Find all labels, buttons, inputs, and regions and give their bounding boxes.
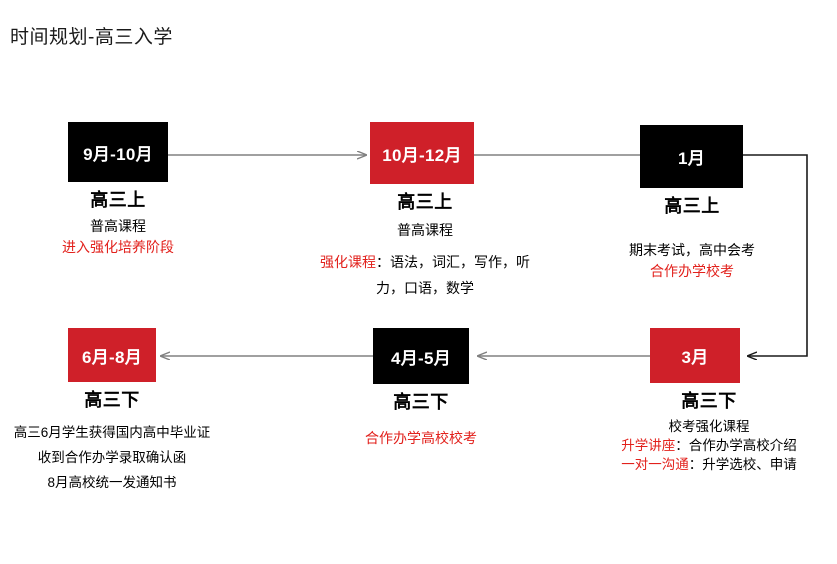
node-6-line-3: 一对一沟通：升学选校、申请: [580, 455, 837, 474]
node-1-heading: 高三上: [90, 190, 146, 210]
node-3-details: 期末考试，高中会考 合作办学校考: [612, 240, 772, 282]
page-title: 时间规划-高三入学: [10, 27, 173, 48]
node-4-line-2: 收到合作办学录取确认函: [37, 450, 187, 465]
node-2-line-1: 普高课程: [397, 222, 453, 238]
node-5-details: 合作办学高校校考: [330, 428, 512, 449]
node-6-details: 校考强化课程 升学讲座：合作办学高校介绍 一对一沟通：升学选校、申请: [580, 417, 837, 474]
node-2-heading: 高三上: [397, 192, 453, 212]
timeline-node-6[interactable]: 3月 高三下 校考强化课程 升学讲座：合作办学高校介绍 一对一沟通：升学选校、申…: [580, 328, 837, 474]
node-2-period-chip[interactable]: 10月-12月: [370, 122, 474, 184]
timeline-node-4[interactable]: 6月-8月 高三下 高三6月学生获得国内高中毕业证 收到合作办学录取确认函 8月…: [12, 328, 212, 495]
node-6-line-2-value: ：合作办学高校介绍: [675, 438, 797, 453]
timeline-node-1[interactable]: 9月-10月 高三上 普高课程 进入强化培养阶段: [8, 122, 228, 258]
node-3-line-2: 合作办学校考: [650, 263, 734, 279]
node-4-heading: 高三下: [84, 390, 140, 410]
node-6-line-3-label: 一对一沟通: [621, 457, 689, 472]
timeline-node-2[interactable]: 10月-12月 高三上 普高课程 强化课程：语法，词汇，写作，听力，口语，数学: [310, 122, 540, 301]
node-1-line-2: 进入强化培养阶段: [62, 239, 174, 255]
node-6-line-1: 校考强化课程: [668, 419, 750, 434]
node-4-line-3: 8月高校统一发通知书: [47, 475, 177, 490]
node-3-line-1: 期末考试，高中会考: [629, 242, 755, 258]
node-4-line-1: 高三6月学生获得国内高中毕业证: [13, 425, 211, 440]
node-1-period-chip[interactable]: 9月-10月: [68, 122, 168, 182]
node-4-period-chip[interactable]: 6月-8月: [68, 328, 156, 382]
node-5-line-1: 合作办学高校校考: [365, 430, 477, 446]
node-1-details: 普高课程 进入强化培养阶段: [8, 216, 228, 258]
timeline-node-5[interactable]: 4月-5月 高三下 合作办学高校校考: [330, 328, 512, 449]
node-6-line-2-label: 升学讲座: [621, 438, 676, 453]
node-4-details: 高三6月学生获得国内高中毕业证 收到合作办学录取确认函 8月高校统一发通知书: [12, 420, 212, 495]
node-2-line-2-value: ：语法，词汇，写作，听力，口语，数学: [376, 254, 530, 296]
node-2-details: 普高课程 强化课程：语法，词汇，写作，听力，口语，数学: [310, 220, 540, 301]
node-2-line-2-label: 强化课程: [320, 254, 376, 270]
node-6-line-3-value: ：升学选校、申请: [688, 457, 797, 472]
node-2-line-2: 强化课程：语法，词汇，写作，听力，口语，数学: [310, 249, 540, 301]
node-6-line-2: 升学讲座：合作办学高校介绍: [580, 436, 837, 455]
node-3-period-chip[interactable]: 1月: [640, 125, 743, 188]
node-3-heading: 高三上: [664, 196, 720, 216]
node-6-period-chip[interactable]: 3月: [650, 328, 740, 383]
timeline-node-3[interactable]: 1月 高三上 期末考试，高中会考 合作办学校考: [612, 125, 772, 282]
node-5-period-chip[interactable]: 4月-5月: [373, 328, 469, 384]
node-6-heading: 高三下: [681, 391, 737, 411]
node-5-heading: 高三下: [393, 392, 449, 412]
node-1-line-1: 普高课程: [90, 218, 146, 234]
